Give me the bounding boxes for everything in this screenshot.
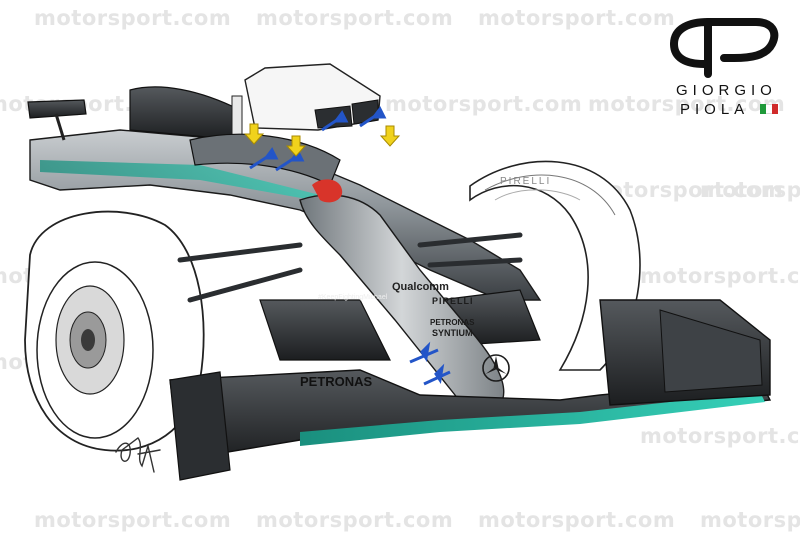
logo-line-2: PIOLA: [680, 101, 750, 118]
airflow-arrow-icon: [243, 123, 401, 157]
italian-flag-icon: [760, 104, 778, 114]
mercedes-star-icon: [482, 354, 510, 382]
artist-signature-icon: [115, 437, 161, 473]
hashtag-text: #KeepFightingMichael: [318, 294, 388, 301]
watermark: motorsport.com: [640, 424, 800, 448]
logo-line-1: GIORGIO: [676, 82, 777, 99]
watermark: motorsport.com: [640, 264, 800, 288]
watermark: motorsport.com: [700, 508, 800, 532]
tyre-brand: PIRELLI: [500, 176, 552, 187]
sponsor-petronas-nose: PETRONAS: [430, 318, 475, 327]
watermark: motorsport.com: [256, 6, 454, 30]
sponsor-pirelli: PIRELLI: [432, 296, 474, 306]
watermark: motorsport.com: [34, 6, 232, 30]
front-suspension: [177, 232, 523, 303]
sponsor-qualcomm: Qualcomm: [392, 281, 449, 293]
watermark: motorsport.com: [478, 508, 676, 532]
watermark: motorsport.com: [34, 508, 232, 532]
giorgio-piola-logo-icon: [670, 18, 779, 78]
watermark: motorsport.com: [588, 92, 786, 116]
airflow-arrow-icon: [249, 106, 451, 386]
rear-right-tyre: [469, 160, 641, 371]
sponsor-petronas-wing: PETRONAS: [300, 374, 373, 389]
watermark: motorsport.com: [256, 508, 454, 532]
watermark: motorsport.com: [700, 178, 800, 202]
airbox-intake: [231, 63, 381, 151]
watermark: motorsport.com: [385, 92, 583, 116]
turning-vanes: [259, 299, 391, 361]
sponsor-syntium: SYNTIUM: [432, 328, 473, 338]
front-wing: [169, 299, 772, 481]
mirror: [27, 99, 87, 119]
watermark: motorsport.com: [478, 6, 676, 30]
nose-mark: [312, 179, 343, 203]
